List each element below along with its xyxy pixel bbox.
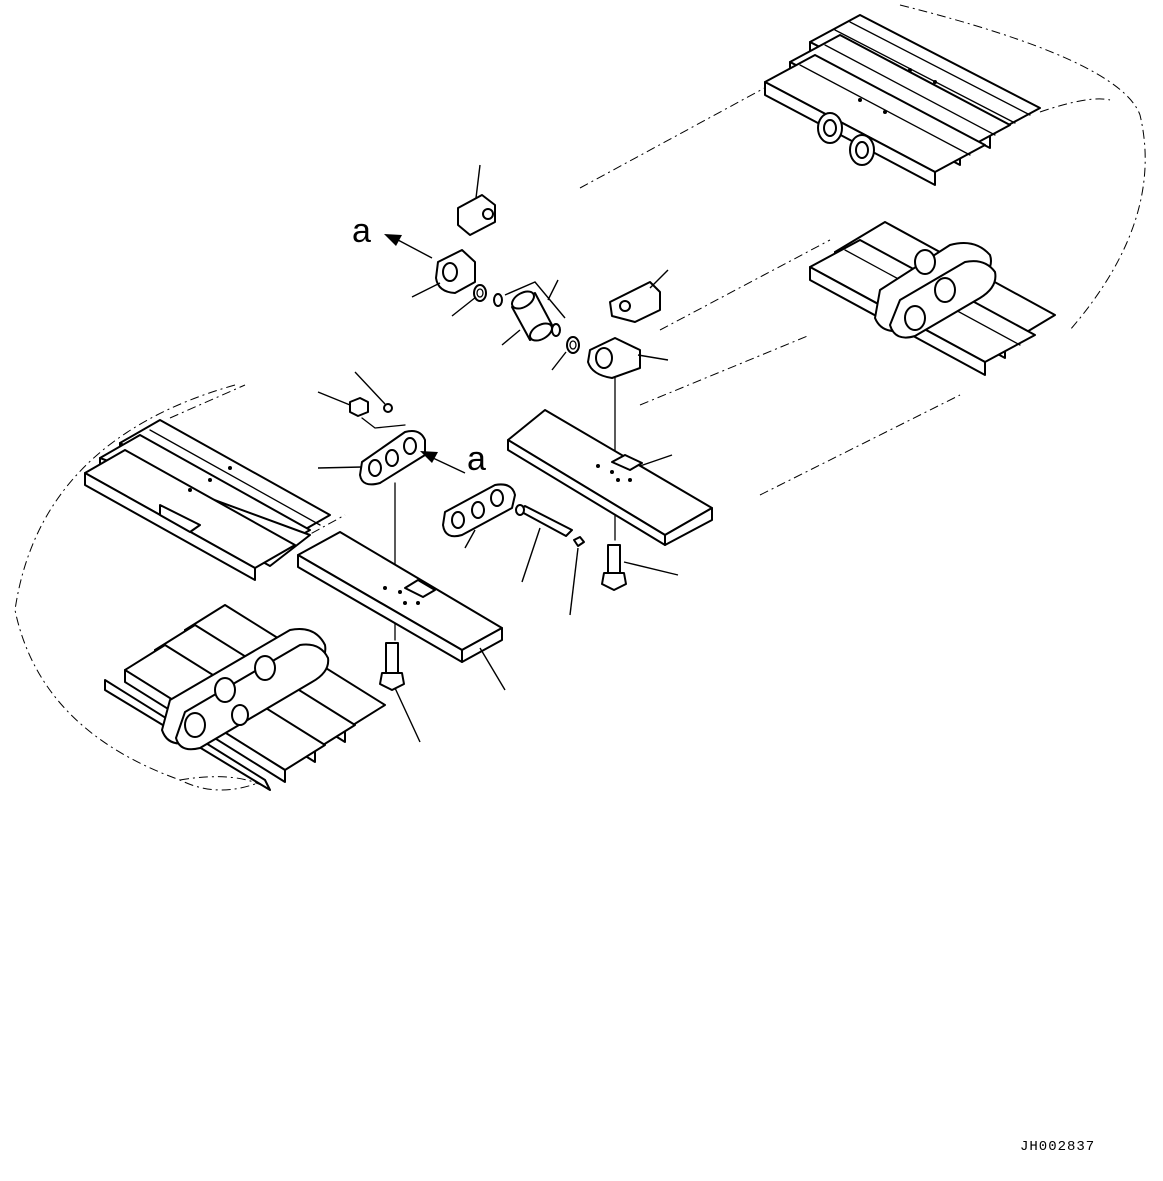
view-label-top: a [352,212,371,250]
seal-ring-right [551,323,580,371]
pin-cap-small [354,371,393,413]
link-chain [874,242,997,339]
track-pin [515,504,573,583]
shoe-plate-mid-left [297,531,506,691]
bushing [501,290,553,346]
link-cap-top [457,164,496,236]
nut [317,391,369,417]
shoe-plate [764,54,986,186]
drawing-code: JH002837 [1020,1139,1095,1155]
link-lug [817,112,875,166]
bushing-bracket [504,279,566,319]
link-chain [161,628,330,751]
shoe-bolt-left [379,642,421,743]
view-arrow-top: a [352,212,433,259]
view-label-mid: a [467,440,486,478]
seal-ring-left [451,284,503,317]
link-half-lower [587,337,669,541]
view-arrow-mid: a [420,440,486,478]
assembly-bracket [361,417,406,429]
shoe-assembly-left-lower [104,604,386,791]
shoe-plate [84,449,296,581]
link-half-upper [411,249,476,298]
shoe-assembly-left-upper [84,419,331,581]
pin-stopper [569,536,585,616]
shoe-assembly-top-right [764,14,1041,186]
master-link-right [442,483,516,549]
shoe-bolt-right [601,544,679,591]
shoe-plate-mid-right [507,409,713,546]
shoe-assembly-right [809,221,1056,376]
link-cap-right [609,269,669,323]
